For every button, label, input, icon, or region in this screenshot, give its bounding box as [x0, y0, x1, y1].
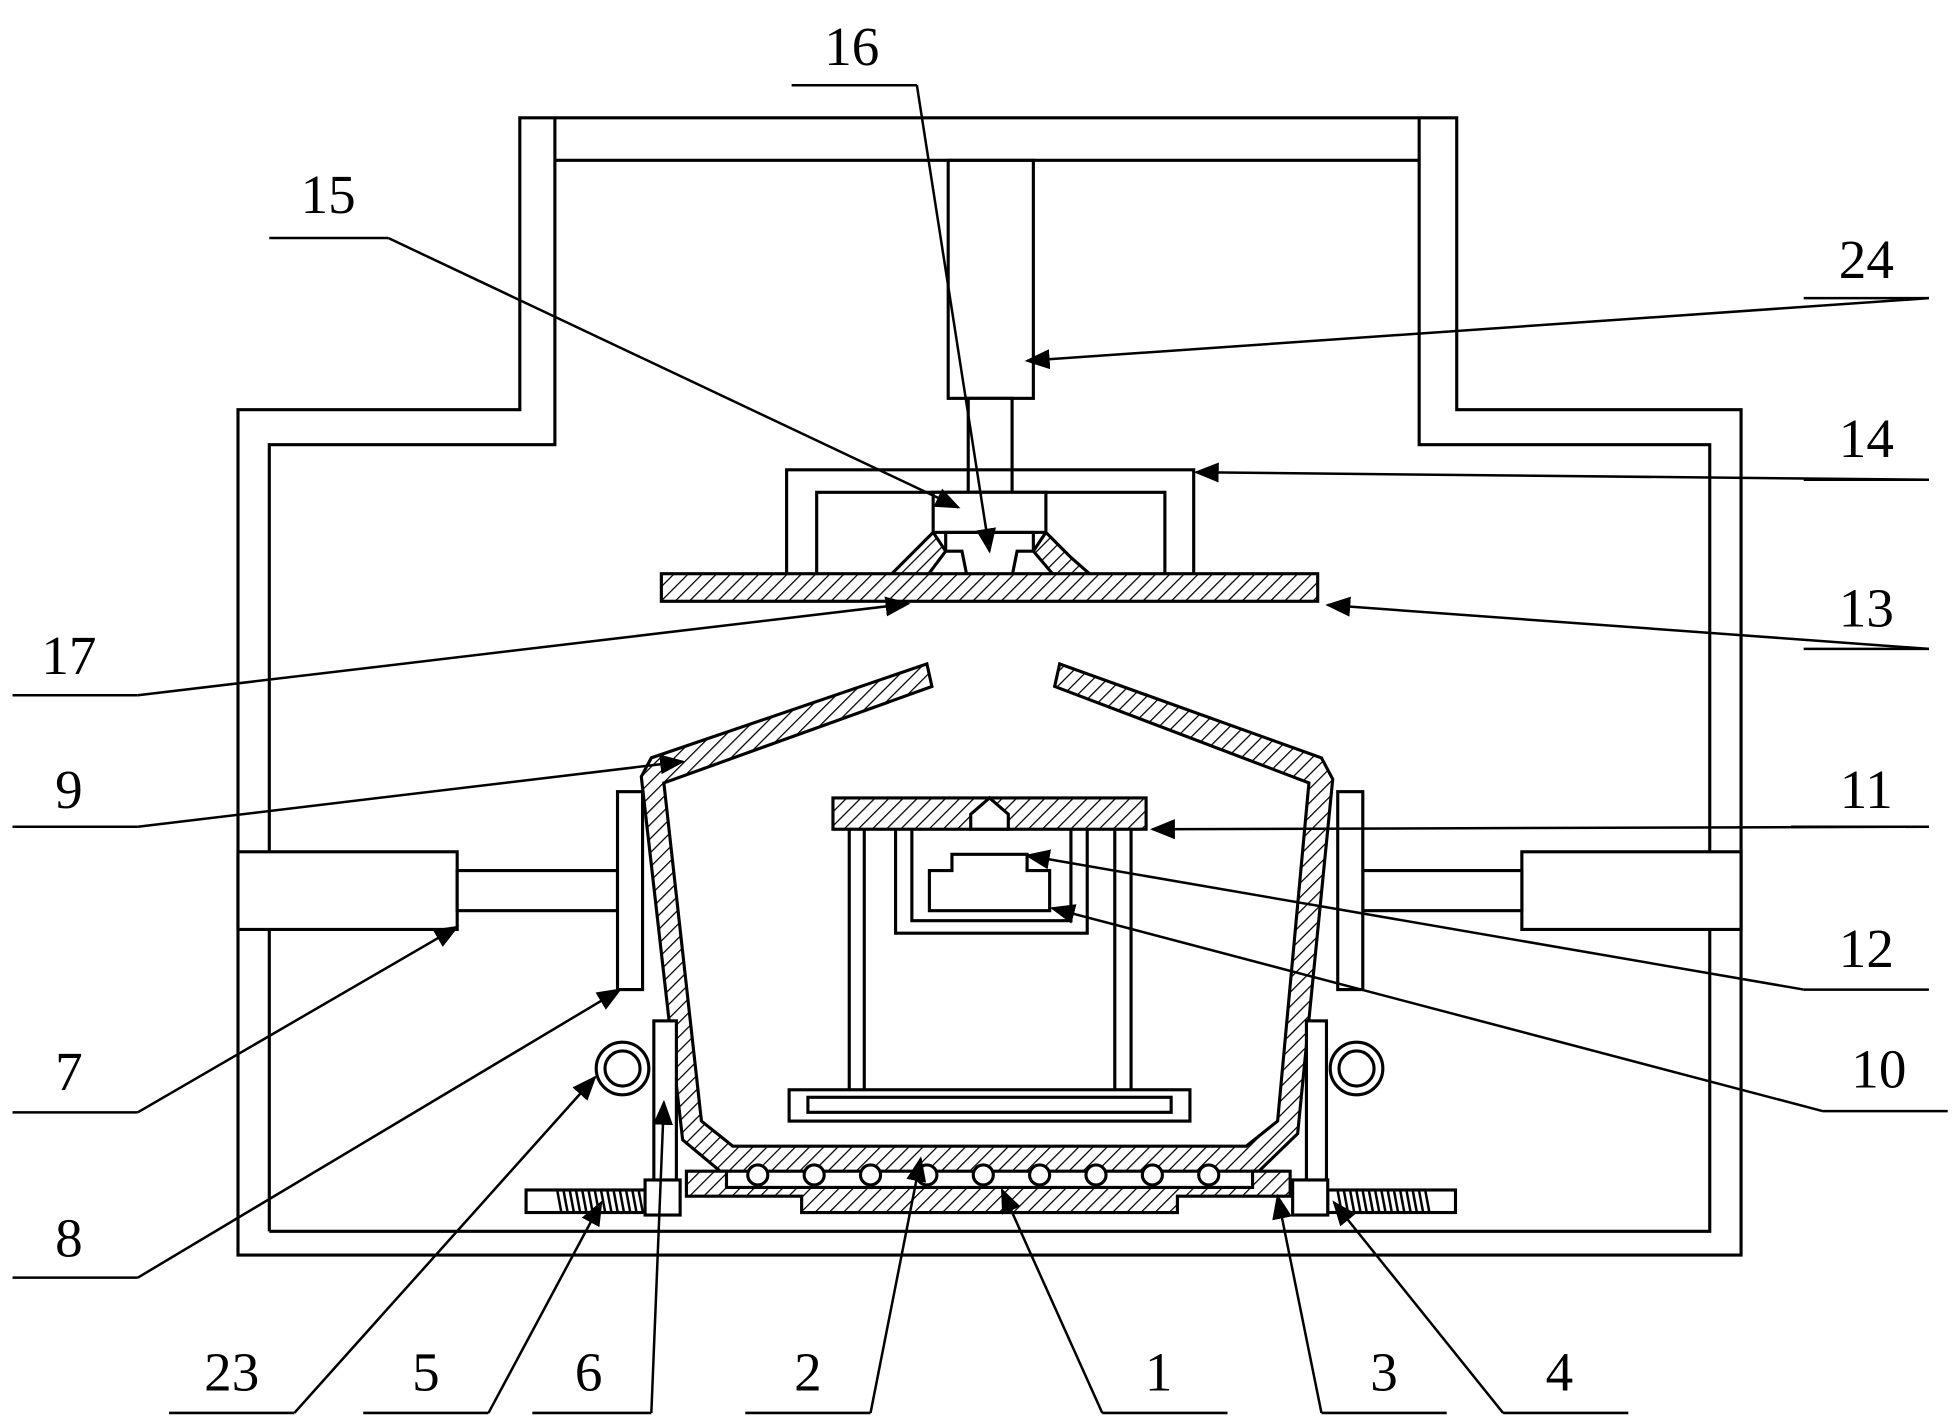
leader-line [869, 1156, 927, 1414]
callout-9: 9 [12, 754, 686, 828]
leader-line [387, 236, 961, 509]
callout-number: 3 [1370, 1341, 1398, 1402]
leader-line [487, 1200, 603, 1414]
callout-3: 3 [1272, 1193, 1447, 1415]
callout-11: 11 [1149, 759, 1929, 840]
callout-number: 10 [1851, 1038, 1906, 1099]
cylinder-24 [946, 158, 1035, 494]
callout-23: 23 [169, 1075, 597, 1415]
leader-line [1193, 462, 1929, 483]
callout-number: 17 [41, 625, 96, 686]
callout-4: 4 [1332, 1200, 1629, 1415]
callout-number: 16 [824, 16, 879, 77]
callout-15: 15 [269, 164, 961, 509]
ball [1084, 1163, 1108, 1187]
callout-7: 7 [12, 925, 460, 1114]
leader-line [137, 988, 623, 1279]
leader-line [137, 754, 686, 828]
leader-line [650, 1099, 673, 1413]
callout-6: 6 [532, 1099, 673, 1415]
callout-number: 4 [1546, 1341, 1574, 1402]
callout-number: 11 [1840, 759, 1893, 820]
left-cylinder-7 [236, 790, 645, 992]
callout-2: 2 [745, 1156, 927, 1415]
right-cylinder [1336, 790, 1743, 992]
leader-line [137, 596, 911, 697]
callout-12: 12 [1024, 849, 1929, 991]
callout-10: 10 [1049, 904, 1948, 1113]
leader-line [1149, 819, 1929, 840]
nozzle-block-15 [885, 490, 1097, 578]
hopper-9 [639, 661, 1335, 1173]
rollers-23 [594, 1040, 1385, 1097]
ball [858, 1163, 883, 1187]
leader-line [293, 1075, 597, 1414]
plate-13 [659, 572, 1320, 603]
leader-line [1325, 596, 1930, 651]
callout-24: 24 [1024, 229, 1930, 370]
callout-14: 14 [1193, 408, 1929, 483]
callout-number: 8 [55, 1207, 83, 1268]
ball [971, 1163, 995, 1187]
callout-number: 15 [301, 164, 356, 225]
callout-number: 5 [412, 1341, 440, 1402]
callout-number: 23 [204, 1341, 259, 1402]
callout-number: 24 [1839, 229, 1894, 290]
base-1 [684, 1163, 1292, 1215]
callout-16: 16 [791, 16, 996, 554]
callout-number: 2 [794, 1341, 822, 1402]
leader-line [1272, 1193, 1323, 1414]
leader-line [1024, 849, 1804, 991]
callout-number: 9 [55, 759, 83, 820]
leader-line [1049, 904, 1823, 1113]
callout-number: 7 [55, 1041, 83, 1102]
callout-number: 14 [1839, 408, 1894, 469]
ball [802, 1163, 826, 1187]
ball [746, 1163, 770, 1187]
ball [1140, 1163, 1164, 1187]
callout-17: 17 [12, 596, 911, 697]
housing [236, 116, 1743, 1257]
ball [1028, 1163, 1052, 1187]
callout-13: 13 [1325, 577, 1930, 651]
callout-1: 1 [1000, 1187, 1228, 1415]
screws-5 [524, 1019, 1458, 1217]
ball [1197, 1163, 1221, 1187]
mold-assembly [787, 795, 1192, 1123]
leader-line [915, 85, 996, 554]
leader-line [1024, 296, 1930, 370]
callout-number: 13 [1839, 577, 1894, 638]
leader-line [137, 925, 460, 1114]
leader-line [1332, 1200, 1505, 1414]
callout-number: 12 [1839, 918, 1894, 979]
callout-5: 5 [363, 1200, 603, 1415]
callout-number: 1 [1145, 1341, 1173, 1402]
callout-8: 8 [12, 988, 623, 1279]
callout-number: 6 [575, 1341, 603, 1402]
leader-line [1000, 1187, 1104, 1414]
